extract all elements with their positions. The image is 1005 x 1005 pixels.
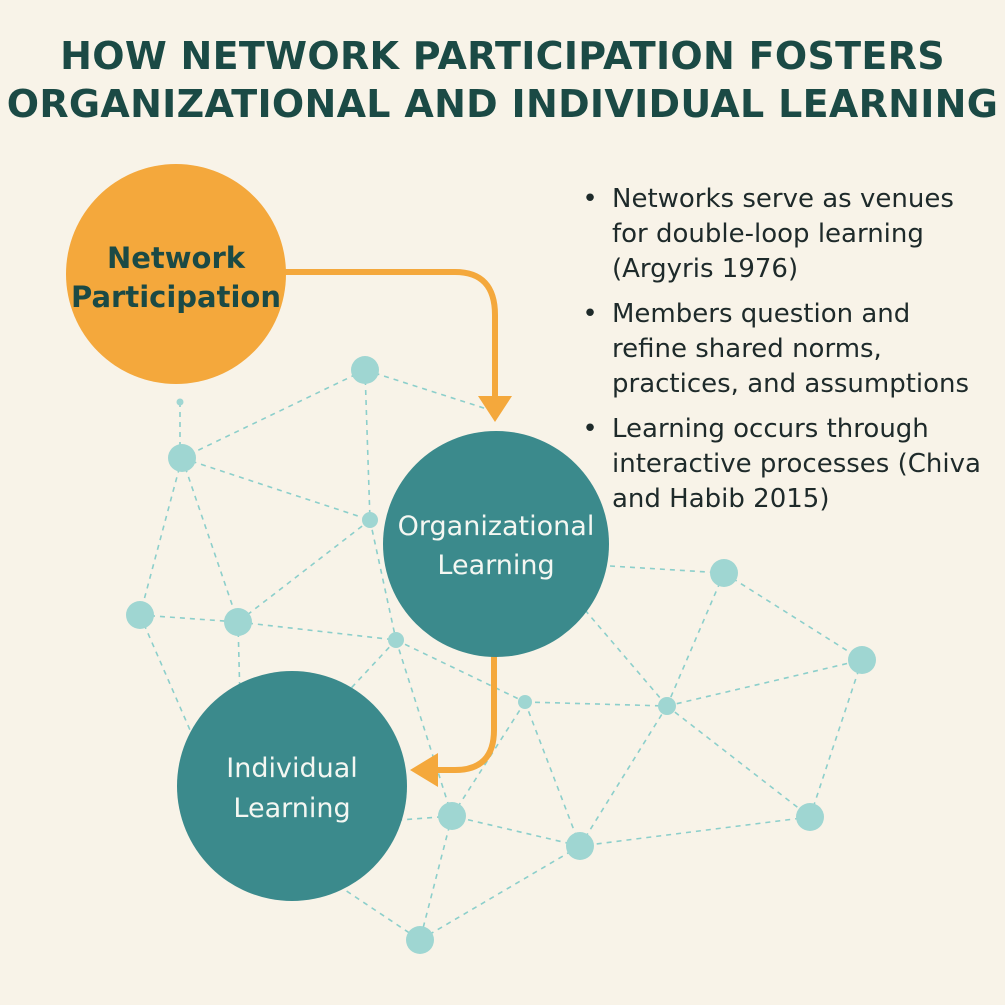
network-node bbox=[848, 646, 876, 674]
network-edge bbox=[524, 701, 668, 707]
network-participation-circle bbox=[66, 164, 286, 384]
network-node bbox=[796, 803, 824, 831]
title-line-1: HOW NETWORK PARTICIPATION FOSTERS bbox=[60, 34, 945, 78]
network-node bbox=[362, 512, 378, 528]
network-node bbox=[406, 926, 434, 954]
organizational-learning-label-line2: Learning bbox=[437, 550, 554, 581]
network-edge bbox=[369, 519, 397, 641]
arrow-head bbox=[410, 753, 438, 787]
flow-arrow-network-to-organizational bbox=[279, 269, 512, 422]
network-edge bbox=[237, 519, 371, 623]
network-edge bbox=[364, 369, 371, 521]
network-edge bbox=[579, 705, 668, 847]
network-edge bbox=[666, 572, 725, 707]
flow-arrow-line bbox=[279, 269, 498, 405]
network-edge bbox=[809, 659, 863, 818]
network-participation-label-line2: Participation bbox=[71, 280, 281, 314]
network-edge bbox=[451, 815, 581, 847]
network-node bbox=[224, 608, 252, 636]
bullet-text: Networks serve as venues for double-loop… bbox=[612, 184, 954, 284]
network-edge bbox=[666, 705, 811, 818]
network-edges bbox=[139, 369, 863, 941]
network-edge bbox=[579, 816, 811, 847]
bullet-text: Members question and refine shared norms… bbox=[612, 299, 970, 399]
network-edge bbox=[609, 565, 725, 574]
network-node bbox=[176, 398, 184, 406]
network-edge bbox=[329, 879, 421, 941]
network-nodes bbox=[126, 356, 876, 954]
bullet-dot: • bbox=[582, 299, 598, 329]
network-node bbox=[658, 697, 676, 715]
network-edge bbox=[419, 815, 453, 941]
organizational-learning-circle bbox=[383, 431, 609, 657]
network-edge bbox=[139, 614, 239, 623]
network-node bbox=[126, 601, 154, 629]
network-edge bbox=[181, 457, 371, 521]
network-node bbox=[351, 356, 379, 384]
network-node bbox=[518, 695, 532, 709]
network-participation-node: Network Participation bbox=[66, 164, 286, 384]
organizational-learning-node: Organizational Learning bbox=[383, 431, 609, 657]
individual-learning-node: Individual Learning bbox=[177, 671, 407, 901]
bullet-dot: • bbox=[582, 414, 598, 444]
network-node bbox=[710, 559, 738, 587]
title-line-2: ORGANIZATIONAL AND INDIVIDUAL LEARNING bbox=[6, 82, 999, 126]
bullet-list: • Networks serve as venues for double-lo… bbox=[578, 182, 988, 527]
individual-learning-label-line1: Individual bbox=[226, 753, 358, 784]
network-edge bbox=[181, 369, 366, 459]
network-edge bbox=[399, 815, 453, 821]
network-edge bbox=[395, 639, 526, 703]
network-node bbox=[168, 444, 196, 472]
page-title: HOW NETWORK PARTICIPATION FOSTERS ORGANI… bbox=[0, 32, 1005, 128]
bullet-item: • Members question and refine shared nor… bbox=[578, 297, 988, 402]
network-edge bbox=[524, 701, 581, 847]
network-edge bbox=[339, 639, 397, 701]
network-edge bbox=[395, 639, 453, 817]
network-participation-label-line1: Network bbox=[107, 241, 246, 275]
bullet-dot: • bbox=[582, 184, 598, 214]
network-edge bbox=[723, 572, 863, 661]
individual-learning-circle bbox=[177, 671, 407, 901]
network-edge bbox=[666, 659, 863, 707]
flow-arrow-line bbox=[427, 652, 497, 773]
organizational-learning-label-line1: Organizational bbox=[398, 511, 595, 542]
network-edge bbox=[419, 845, 581, 941]
network-edge bbox=[139, 457, 183, 616]
bullet-item: • Learning occurs through interactive pr… bbox=[578, 412, 988, 517]
network-edge bbox=[584, 609, 668, 707]
network-edge bbox=[364, 369, 491, 411]
arrow-head bbox=[478, 396, 512, 422]
network-node bbox=[438, 802, 466, 830]
network-edge bbox=[139, 614, 191, 731]
network-edge bbox=[181, 457, 239, 623]
flow-arrow-organizational-to-individual bbox=[410, 652, 497, 787]
network-node bbox=[566, 832, 594, 860]
bullet-text: Learning occurs through interactive proc… bbox=[612, 414, 981, 514]
network-edge bbox=[237, 621, 397, 641]
network-edge bbox=[451, 701, 526, 817]
bullet-item: • Networks serve as venues for double-lo… bbox=[578, 182, 988, 287]
network-node bbox=[388, 632, 404, 648]
individual-learning-label-line2: Learning bbox=[233, 793, 350, 824]
